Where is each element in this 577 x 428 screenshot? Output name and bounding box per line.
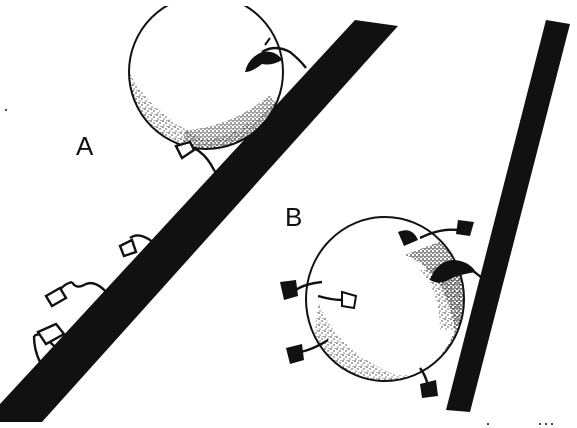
panel-a: A — [0, 0, 398, 422]
receptor-b-attached — [430, 260, 485, 283]
scan-specks — [5, 109, 553, 425]
panel-label-a: A — [76, 131, 94, 161]
receptor-b-left — [280, 280, 323, 300]
ligand-tether-3 — [44, 280, 109, 308]
receptor-b-lower-left — [286, 338, 329, 364]
receptor-attached-a — [245, 37, 307, 72]
panel-b: B — [280, 20, 570, 412]
surface-wall-b — [446, 20, 570, 412]
ligand-tether-1 — [174, 140, 219, 187]
receptor-b-top — [398, 220, 474, 246]
surface-wall-a — [0, 20, 398, 422]
panel-label-b: B — [285, 202, 302, 232]
ligand-tether-4 — [32, 322, 66, 363]
receptor-b-bottom — [419, 367, 438, 398]
cell-b — [305, 216, 465, 382]
ligand-tether-2 — [118, 234, 169, 263]
receptor-b-mid — [317, 290, 358, 310]
